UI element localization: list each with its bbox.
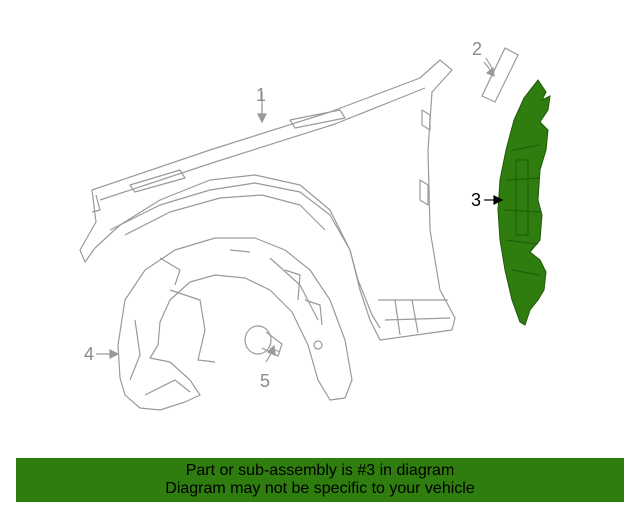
callout-2: 2 — [472, 39, 483, 59]
clip-part[interactable] — [244, 325, 283, 357]
leader-line-3 — [484, 195, 504, 205]
callout-1: 1 — [256, 85, 267, 105]
leader-lines — [96, 61, 495, 363]
splash-shield-part[interactable] — [497, 79, 551, 326]
wheelhouse-liner-part[interactable] — [117, 237, 353, 411]
callout-3: 3 — [471, 190, 482, 210]
molding-part[interactable] — [481, 47, 519, 103]
info-banner: Part or sub-assembly is #3 in diagram Di… — [16, 458, 624, 502]
callout-4: 4 — [84, 344, 95, 364]
callout-5: 5 — [260, 371, 271, 391]
banner-line-2: Diagram may not be specific to your vehi… — [165, 480, 475, 497]
banner-line-1: Part or sub-assembly is #3 in diagram — [185, 462, 455, 479]
fender-part[interactable] — [79, 59, 456, 341]
parts-diagram — [79, 47, 551, 411]
